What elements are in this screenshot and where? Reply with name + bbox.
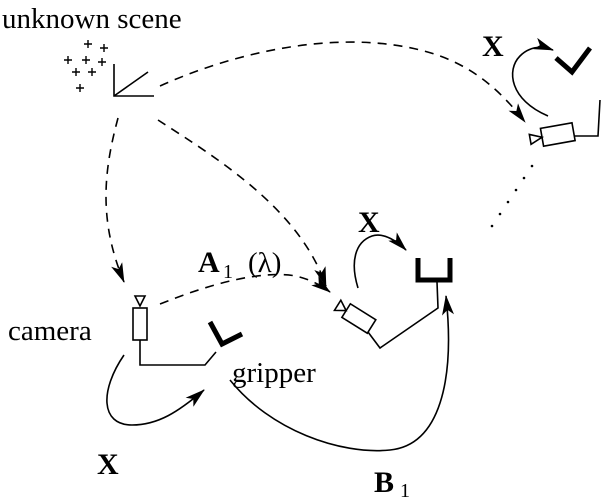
x-label-far: X — [482, 30, 504, 63]
x-arrow-far — [511, 37, 554, 117]
b-label-main: B — [374, 466, 394, 499]
continuation-dots — [490, 164, 534, 228]
x-label-mid: X — [358, 206, 380, 239]
a-label-arg: (λ) — [248, 247, 281, 279]
far-camera-icon — [528, 121, 577, 148]
scene-points — [64, 40, 108, 92]
a-label-main: A — [198, 246, 220, 279]
mid-camera-to-gripper-link — [367, 281, 439, 350]
x-arrow-left — [106, 354, 205, 426]
mid-gripper-icon — [415, 258, 453, 283]
a1-arrow — [159, 273, 331, 305]
scene-to-mid-camera-arrow — [157, 119, 327, 287]
scene-to-far-camera-arrow — [159, 41, 526, 123]
gripper-icon — [207, 320, 244, 348]
unknown-scene-label: unknown scene — [2, 3, 182, 35]
scene-to-camera-arrow — [105, 117, 125, 283]
camera-to-gripper-link — [139, 340, 217, 366]
camera-label: camera — [8, 315, 92, 347]
x-label-left: X — [97, 448, 119, 481]
b1-arrow — [229, 295, 454, 452]
x-arrow-mid — [353, 232, 407, 289]
gripper-label: gripper — [232, 357, 316, 389]
b-label-sub: 1 — [400, 480, 410, 499]
far-camera-to-gripper-link — [575, 99, 601, 137]
mid-camera-icon — [333, 298, 377, 335]
far-gripper-icon — [554, 46, 592, 76]
scene-frame — [113, 64, 154, 97]
a-label-sub: 1 — [223, 261, 233, 283]
camera-icon — [132, 295, 148, 341]
